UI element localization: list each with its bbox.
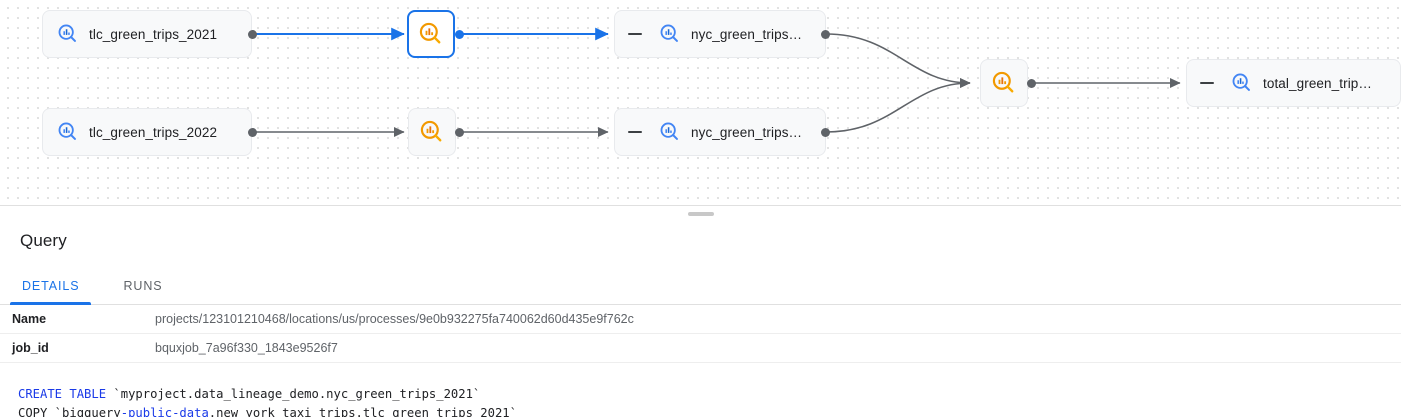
lineage-node-nyc-green-trips-bottom[interactable]: nyc_green_trips… (614, 108, 826, 156)
bigquery-table-icon (57, 121, 79, 143)
detail-value: bquxjob_7a96f330_1843e9526f7 (155, 341, 338, 355)
detail-key: job_id (12, 341, 49, 355)
sql-line2-c: .new_york_taxi_trips.tlc_green_trips_202… (208, 406, 517, 417)
tab-runs[interactable]: RUNS (123, 279, 163, 293)
lineage-node-process-merge[interactable] (980, 59, 1028, 107)
lineage-node-tlc-green-trips-2021[interactable]: tlc_green_trips_2021 (42, 10, 252, 58)
lineage-node-label: nyc_green_trips… (691, 26, 803, 42)
edge-nyc2021-proc3 (825, 33, 971, 89)
collapse-icon[interactable] (625, 24, 645, 44)
lineage-node-label: total_green_trip… (1263, 75, 1373, 91)
lineage-node-tlc-green-trips-2022[interactable]: tlc_green_trips_2022 (42, 108, 252, 156)
sql-code-block: CREATE TABLE `myproject.data_lineage_dem… (0, 385, 1401, 417)
query-process-icon (419, 119, 445, 145)
query-process-icon (991, 70, 1017, 96)
panel-splitter (0, 205, 1401, 219)
query-process-icon (418, 21, 444, 47)
bigquery-table-icon (659, 23, 681, 45)
detail-key: Name (12, 312, 47, 326)
collapse-icon[interactable] (1197, 73, 1217, 93)
collapse-icon[interactable] (625, 122, 645, 142)
lineage-node-process-selected[interactable] (407, 10, 455, 58)
table-row: job_id bquxjob_7a96f330_1843e9526f7 (0, 334, 1401, 363)
node-output-port[interactable] (821, 127, 830, 137)
detail-value: projects/123101210468/locations/us/proce… (155, 312, 634, 326)
details-table: Name projects/123101210468/locations/us/… (0, 305, 1401, 363)
lineage-node-label: tlc_green_trips_2021 (89, 26, 218, 42)
lineage-node-label: nyc_green_trips… (691, 124, 803, 140)
bigquery-table-icon (57, 23, 79, 45)
sql-line1-rest: `myproject.data_lineage_demo.nyc_green_t… (106, 387, 481, 401)
lineage-node-total-green-trips[interactable]: total_green_trip… (1186, 59, 1401, 107)
table-row: Name projects/123101210468/locations/us/… (0, 305, 1401, 334)
bigquery-table-icon (659, 121, 681, 143)
lineage-node-process-second[interactable] (408, 108, 456, 156)
sql-keyword-create-table: CREATE TABLE (18, 387, 107, 401)
details-panel: Query DETAILS RUNS Name projects/1231012… (0, 219, 1401, 417)
panel-title: Query (20, 231, 67, 250)
lineage-node-label: tlc_green_trips_2022 (89, 124, 218, 140)
node-output-port[interactable] (821, 29, 830, 39)
node-output-port[interactable] (455, 127, 464, 137)
lineage-canvas[interactable]: tlc_green_trips_2021 nyc_green_trips… tl… (0, 0, 1401, 207)
panel-resize-handle[interactable] (687, 212, 714, 216)
node-output-port[interactable] (248, 127, 257, 137)
panel-tabs: DETAILS RUNS (0, 265, 1401, 305)
node-output-port[interactable] (248, 29, 257, 39)
tab-details[interactable]: DETAILS (0, 279, 101, 305)
node-output-port[interactable] (1027, 78, 1036, 88)
bigquery-table-icon (1231, 72, 1253, 94)
node-output-port[interactable] (455, 29, 464, 39)
edge-nyc2022-proc3 (825, 77, 971, 133)
sql-line2-a: COPY `bigquery (18, 406, 121, 417)
lineage-edges (252, 27, 1181, 138)
lineage-node-nyc-green-trips-top[interactable]: nyc_green_trips… (614, 10, 826, 58)
sql-line2-highlight: -public-data (120, 406, 209, 417)
